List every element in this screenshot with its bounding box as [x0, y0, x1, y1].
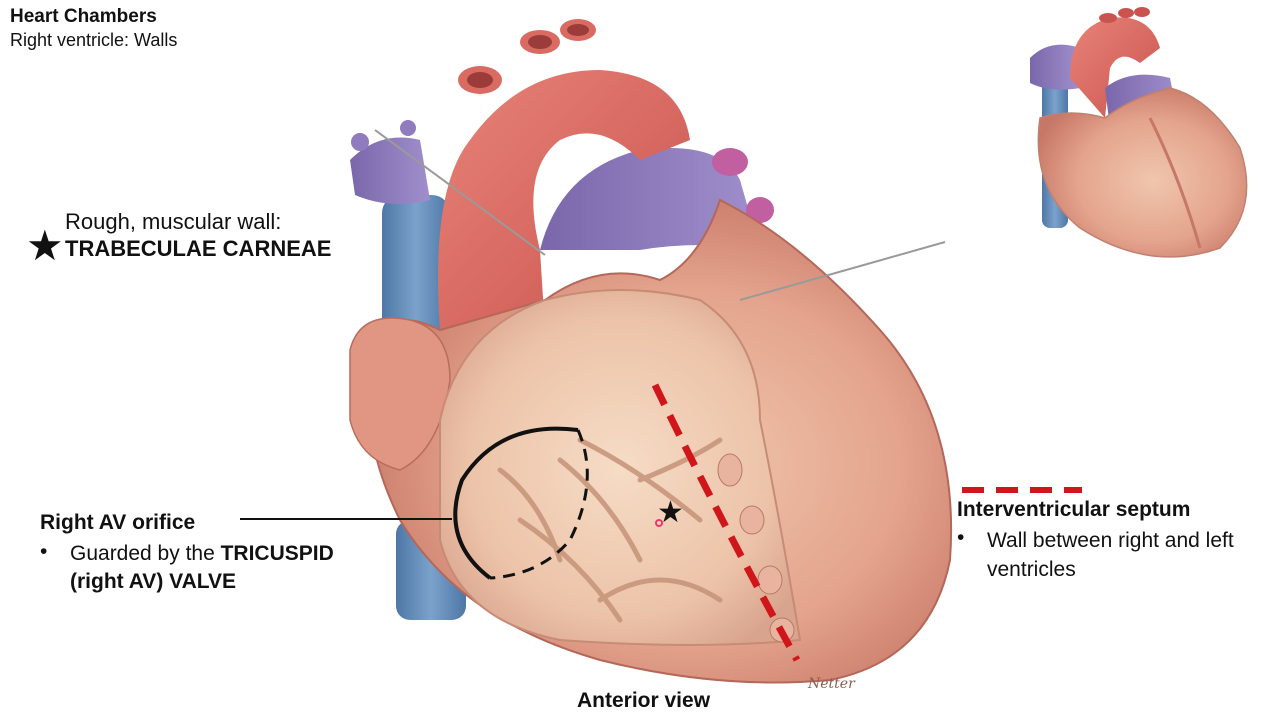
pulmonary-trunk [540, 148, 760, 250]
artist-signature: Netter [807, 676, 856, 692]
aorta [438, 70, 690, 330]
av-text-prefix: Guarded by the [70, 542, 215, 565]
trabeculae-term: TRABECULAE CARNEAE [65, 236, 332, 261]
page-subtitle: Right ventricle: Walls [10, 30, 178, 50]
av-orifice-solid-arc [453, 426, 579, 580]
right-ventricle-interior [439, 289, 802, 646]
interventricular-septum-title: Interventricular septum [957, 498, 1191, 521]
septum-dashed-line [651, 383, 801, 662]
retractor-left [374, 129, 546, 256]
av-text-valve: (right AV) VALVE [70, 570, 237, 593]
thumbnail-heart [1030, 7, 1248, 258]
bullet-dot: • [40, 540, 48, 563]
trabeculae-strands [497, 437, 723, 623]
right-atrium [349, 317, 451, 471]
retractor-right [739, 241, 946, 301]
interior-pink-marker [655, 519, 663, 527]
right-av-orifice-label: Right AV orifice • Guarded by the TRICUS… [40, 511, 334, 593]
bullet-dot: • [957, 526, 965, 549]
interventricular-septum-label: Interventricular septum • Wall between r… [957, 498, 1234, 581]
trabeculae-description: Rough, muscular wall: [65, 209, 282, 234]
view-caption: Anterior view [577, 689, 711, 712]
interior-star-icon: ★ [657, 495, 684, 530]
pulmonary-veins-left [350, 137, 430, 204]
av-text-tricuspid: TRICUSPID [220, 542, 334, 565]
right-av-orifice-title: Right AV orifice [40, 511, 196, 534]
right-av-orifice-text: Guarded by the TRICUSPID (right AV) VALV… [70, 540, 390, 593]
av-orifice-dashed-arc [489, 429, 589, 580]
page-title: Heart Chambers [10, 6, 157, 27]
interventricular-septum-text: Wall between right and left ventricles [987, 529, 1234, 581]
star-icon: ★ [26, 222, 64, 269]
